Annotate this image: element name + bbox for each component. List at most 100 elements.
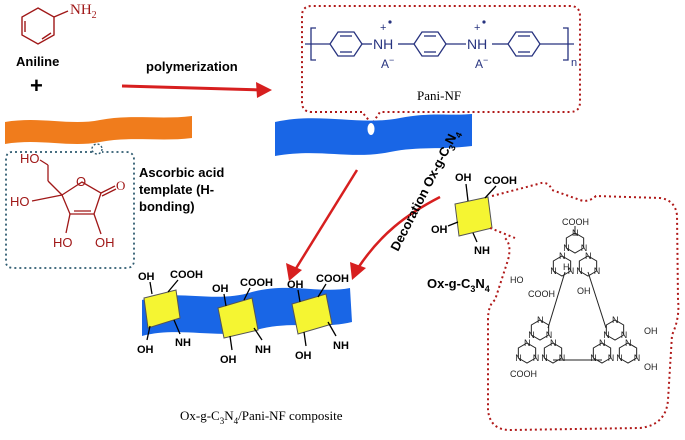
- structure-dotted-callout: [487, 181, 680, 432]
- pani-dotted-callout: [301, 5, 581, 126]
- ox-sheet-label: Ox-g-C3N4: [427, 276, 490, 294]
- heptazine-bridge-0: [547, 271, 566, 329]
- heptazine-top-ring-b-n-0: N: [568, 266, 575, 276]
- composite-sheet-3: [291, 293, 333, 335]
- aniline-nh2-group: NH2: [70, 2, 97, 21]
- ox-sheet-nh: NH: [474, 245, 490, 257]
- structure-ho-left: HO: [510, 275, 524, 285]
- gc3n4-network: [517, 226, 638, 364]
- heptazine-left-ring-c-n-1: N: [541, 353, 548, 363]
- structure-oh-bottom: OH: [644, 362, 658, 372]
- ox-sheet-cooh: COOH: [484, 175, 517, 187]
- ascorbic-template-band: [5, 116, 192, 144]
- heptazine-top-ring-a-n-0: N: [581, 243, 588, 253]
- structure-h: H: [563, 262, 570, 272]
- composite-cooh-1: COOH: [170, 269, 203, 281]
- radical-dot-1: [388, 20, 392, 24]
- ascorbic-carbonyl-oxygen: O: [116, 178, 125, 193]
- heptazine-left-ring-c-n-0: N: [559, 353, 566, 363]
- pani-nanofiber: [275, 114, 472, 156]
- heptazine-left-ring-b-n-0: N: [533, 353, 540, 363]
- pani-repeat-n: n: [571, 57, 577, 69]
- heptazine-right-ring-b-n-0: N: [608, 353, 615, 363]
- pani-counter-ion-1: A−: [381, 55, 394, 71]
- ascorbic-acid-structure: [31, 159, 117, 235]
- composite-bonds: [146, 279, 337, 351]
- heptazine-top-ring-a-n-1: N: [563, 243, 570, 253]
- pani-nh-1: NH: [373, 36, 393, 52]
- aniline-benzene-ring: [21, 7, 55, 45]
- structure-oh-center: OH: [577, 286, 591, 296]
- ascorbic-ho-top: HO: [20, 151, 40, 166]
- composite-cooh-3: COOH: [316, 273, 349, 285]
- aniline-label: Aniline: [16, 54, 59, 69]
- heptazine-right-ring-c-n-1: N: [616, 353, 623, 363]
- heptazine-top-ring-a-n-2: N: [572, 228, 579, 238]
- heptazine-right-ring-a: [605, 319, 625, 341]
- composite-oh-6: OH: [295, 350, 312, 362]
- heptazine-right-ring-b-n-2: N: [599, 338, 606, 348]
- heptazine-left-ring-b-n-1: N: [515, 353, 522, 363]
- composite-oh-3: OH: [287, 279, 304, 291]
- template-label-line2: template (H-: [139, 182, 214, 197]
- composite-cooh-2: COOH: [240, 277, 273, 289]
- heptazine-left-ring-b-n-2: N: [524, 338, 531, 348]
- heptazine-right-ring-b-n-1: N: [590, 353, 597, 363]
- polymerization-arrow: [121, 82, 272, 98]
- nanofiber-binding-site: [367, 123, 375, 135]
- composite-label: Ox-g-C3N4/Pani-NF composite: [180, 408, 343, 426]
- structure-groups: COOH OH H COOH HO OH COOH OH: [510, 217, 658, 379]
- heptazine-left-ring-b: [517, 342, 537, 364]
- ascorbic-ho-left: HO: [10, 194, 30, 209]
- heptazine-left-ring-c-n-2: N: [550, 338, 557, 348]
- template-label-line1: Ascorbic acid: [139, 165, 224, 180]
- pani-charge-2: +: [474, 22, 480, 34]
- composite-oh-2: OH: [212, 283, 229, 295]
- ascorbic-groups: HO HO O HO OH: [10, 151, 115, 250]
- heptazine-top-ring-c-n-0: N: [594, 266, 601, 276]
- template-label-line3: bonding): [139, 199, 195, 214]
- ox-sheet-oh-left: OH: [431, 224, 448, 236]
- heptazine-left-ring-a-n-1: N: [528, 330, 535, 340]
- heptazine-top-ring-c-n-1: N: [576, 266, 583, 276]
- ascorbic-ring-oxygen: O: [76, 174, 86, 189]
- heptazine-left-ring-c: [543, 342, 563, 364]
- heptazine-top-ring-c: [578, 255, 598, 277]
- plus-sign: +: [30, 73, 43, 98]
- heptazine-top-ring-b-n-2: N: [559, 251, 566, 261]
- heptazine-left-ring-a-n-0: N: [546, 330, 553, 340]
- template-binding-site: [91, 143, 103, 155]
- composite-nh-2: NH: [255, 344, 271, 356]
- pani-counter-ion-2: A−: [475, 55, 488, 71]
- heptazine-right-ring-b: [592, 342, 612, 364]
- heptazine-left-ring-a-n-2: N: [537, 315, 544, 325]
- ox-sheet-oh-top: OH: [455, 172, 472, 184]
- composite-sheet-1: [143, 289, 181, 329]
- pani-charge-1: +: [380, 22, 386, 34]
- heptazine-right-ring-a-n-0: N: [621, 330, 628, 340]
- template-label: Ascorbic acid template (H- bonding): [139, 165, 224, 214]
- heptazine-top-ring-a: [565, 232, 585, 254]
- pani-nh-2: NH: [467, 36, 487, 52]
- polymerization-label: polymerization: [146, 59, 238, 74]
- ascorbic-dotted-callout: [5, 151, 135, 269]
- assembly-arrow: [286, 169, 359, 281]
- ascorbic-ho-bottom: HO: [53, 235, 73, 250]
- heptazine-top-ring-b-n-1: N: [550, 266, 557, 276]
- ox-sheet-groups: OH COOH OH NH: [431, 172, 517, 257]
- decoration-arrow: [350, 195, 441, 280]
- heptazine-top-ring-b: [552, 255, 572, 277]
- pani-repeat-unit: [305, 27, 574, 61]
- composite-sheet-2: [217, 297, 259, 339]
- heptazine-right-ring-c-n-0: N: [634, 353, 641, 363]
- composite-groups: OH COOH OH COOH OH COOH OH NH OH NH OH N…: [137, 269, 349, 366]
- heptazine-top-ring-c-n-2: N: [585, 251, 592, 261]
- structure-cooh-left: COOH: [528, 289, 555, 299]
- ox-sheet-icon: [447, 183, 497, 243]
- composite-nh-1: NH: [175, 337, 191, 349]
- structure-cooh-bottom: COOH: [510, 369, 537, 379]
- composite-oh-4: OH: [137, 344, 154, 356]
